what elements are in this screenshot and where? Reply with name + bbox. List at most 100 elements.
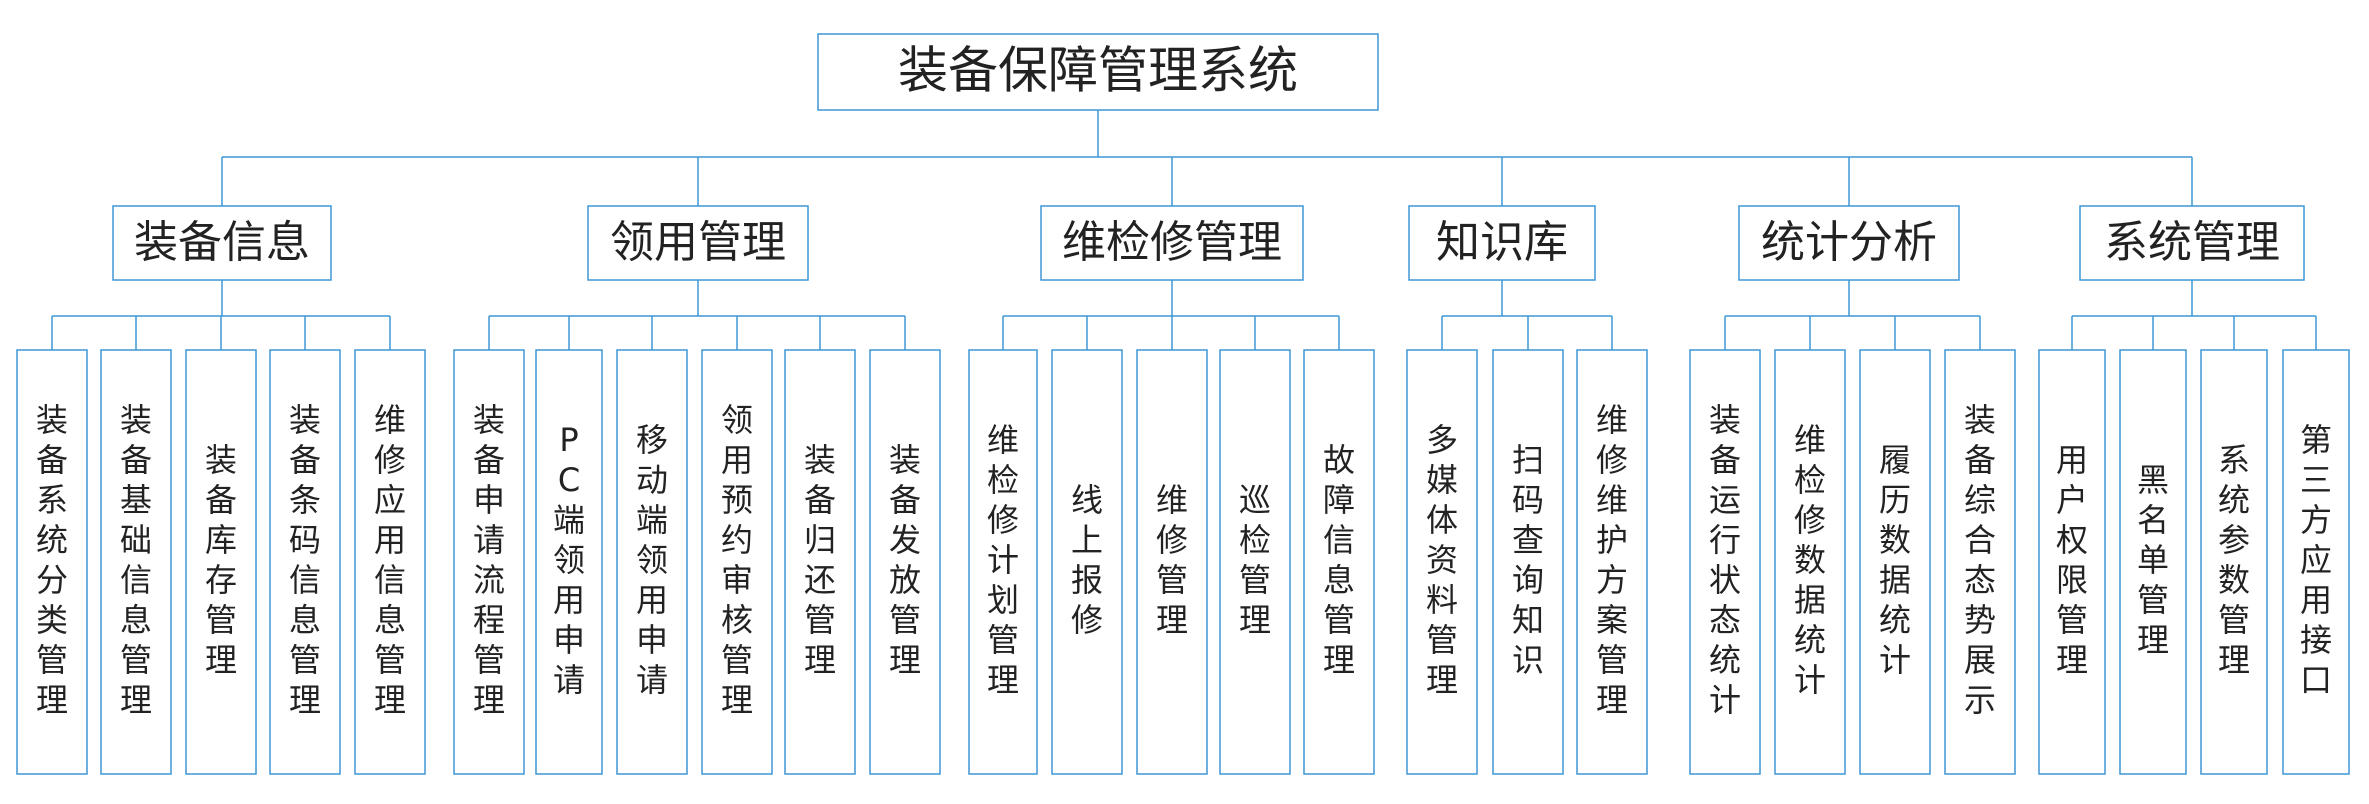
leaf-box (1406, 349, 1478, 775)
leaf-label: 装备归还管理 (804, 441, 836, 679)
leaf-node: 多媒体资料管理 (1406, 349, 1478, 775)
leaf-box (453, 349, 525, 775)
leaf-label: 维修管理 (1156, 481, 1188, 639)
leaf-box (16, 349, 88, 775)
leaf-node: 扫码查询知识 (1492, 349, 1564, 775)
leaf-node: 履历数据统计 (1859, 349, 1931, 775)
leaf-label: 多媒体资料管理 (1426, 421, 1458, 699)
leaf-node: 装备运行状态统计 (1689, 349, 1761, 775)
leaf-box (1136, 349, 1208, 775)
leaf-node: 维检修数据统计 (1774, 349, 1846, 775)
leaf-box (269, 349, 341, 775)
category-label: 维检修管理 (1062, 217, 1282, 268)
leaf-label: 黑名单管理 (2137, 461, 2169, 659)
leaf-box (701, 349, 773, 775)
category-box (112, 205, 332, 281)
leaf-node: 黑名单管理 (2119, 349, 2187, 775)
leaf-node: 装备申请流程管理 (453, 349, 525, 775)
leaf-node: 装备基础信息管理 (100, 349, 172, 775)
leaf-node: 故障信息管理 (1303, 349, 1375, 775)
leaf-label: 装备库存管理 (205, 441, 237, 679)
leaf-box (1859, 349, 1931, 775)
leaf-node: 巡检管理 (1219, 349, 1291, 775)
root-node: 装备保障管理系统 (817, 33, 1379, 111)
leaf-label: 装备发放管理 (889, 441, 921, 679)
leaf-box (869, 349, 941, 775)
category-label: 领用管理 (610, 217, 786, 268)
leaf-box (1774, 349, 1846, 775)
leaf-label: 装备条码信息管理 (289, 401, 321, 719)
leaf-box (968, 349, 1038, 775)
leaf-label: 系统参数管理 (2218, 441, 2250, 679)
leaf-node: 装备发放管理 (869, 349, 941, 775)
root-box (817, 33, 1379, 111)
leaf-box (1303, 349, 1375, 775)
leaf-label: 扫码查询知识 (1512, 441, 1544, 679)
leaf-label: 维修应用信息管理 (374, 401, 406, 719)
leaf-label: 移动端领用申请 (636, 421, 668, 699)
leaf-node: 移动端领用申请 (616, 349, 688, 775)
category-node: 统计分析 (1738, 205, 1960, 281)
category-node: 装备信息 (112, 205, 332, 281)
leaf-label: 线上报修 (1071, 481, 1103, 639)
leaf-box (2200, 349, 2268, 775)
leaf-node: 装备系统分类管理 (16, 349, 88, 775)
category-label: 知识库 (1436, 217, 1568, 268)
leaf-node: 维修管理 (1136, 349, 1208, 775)
leaf-box (1944, 349, 2016, 775)
category-box (1738, 205, 1960, 281)
category-label: 系统管理 (2104, 217, 2280, 268)
leaf-node: 装备库存管理 (185, 349, 257, 775)
leaf-box (185, 349, 257, 775)
leaf-node: 系统参数管理 (2200, 349, 2268, 775)
leaf-node: 领用预约审核管理 (701, 349, 773, 775)
leaf-box (1219, 349, 1291, 775)
leaf-box (1689, 349, 1761, 775)
leaf-label: 用户权限管理 (2056, 441, 2088, 679)
leaf-node: 第三方应用接口 (2282, 349, 2350, 775)
leaf-label: 维修维护方案管理 (1596, 401, 1628, 719)
leaf-label: 第三方应用接口 (2300, 421, 2332, 699)
leaf-box (535, 349, 603, 775)
connector-lines (51, 110, 2317, 350)
leaf-label: 维检修数据统计 (1794, 421, 1826, 699)
leaf-box (100, 349, 172, 775)
category-node: 知识库 (1408, 205, 1596, 281)
leaf-node: 装备归还管理 (784, 349, 856, 775)
leaf-box (2119, 349, 2187, 775)
leaf-box (2282, 349, 2350, 775)
leaf-node: 用户权限管理 (2038, 349, 2106, 775)
category-node: 领用管理 (587, 205, 809, 281)
leaf-label: 巡检管理 (1239, 481, 1271, 639)
leaf-node: 维修应用信息管理 (354, 349, 426, 775)
category-box (2079, 205, 2305, 281)
leaf-node: 维检修计划管理 (968, 349, 1038, 775)
category-node: 系统管理 (2079, 205, 2305, 281)
category-box (1040, 205, 1304, 281)
leaf-box (1051, 349, 1123, 775)
leaf-label: 装备申请流程管理 (473, 401, 505, 719)
leaf-label: 装备运行状态统计 (1709, 401, 1741, 719)
category-node: 维检修管理 (1040, 205, 1304, 281)
category-box (587, 205, 809, 281)
leaf-label: 履历数据统计 (1879, 441, 1911, 679)
leaf-box (2038, 349, 2106, 775)
leaf-label: 装备综合态势展示 (1964, 401, 1996, 719)
leaf-box (616, 349, 688, 775)
leaf-label: 装备系统分类管理 (36, 401, 68, 719)
leaf-node: 维修维护方案管理 (1576, 349, 1648, 775)
leaf-box (784, 349, 856, 775)
leaf-label: 故障信息管理 (1323, 441, 1355, 679)
leaf-node: 装备条码信息管理 (269, 349, 341, 775)
leaf-box (354, 349, 426, 775)
leaf-label: 维检修计划管理 (987, 421, 1019, 699)
leaf-node: 装备综合态势展示 (1944, 349, 2016, 775)
category-label: 装备信息 (134, 217, 310, 268)
leaf-box (1576, 349, 1648, 775)
category-label: 统计分析 (1761, 217, 1937, 268)
leaf-label: 装备基础信息管理 (120, 401, 152, 719)
